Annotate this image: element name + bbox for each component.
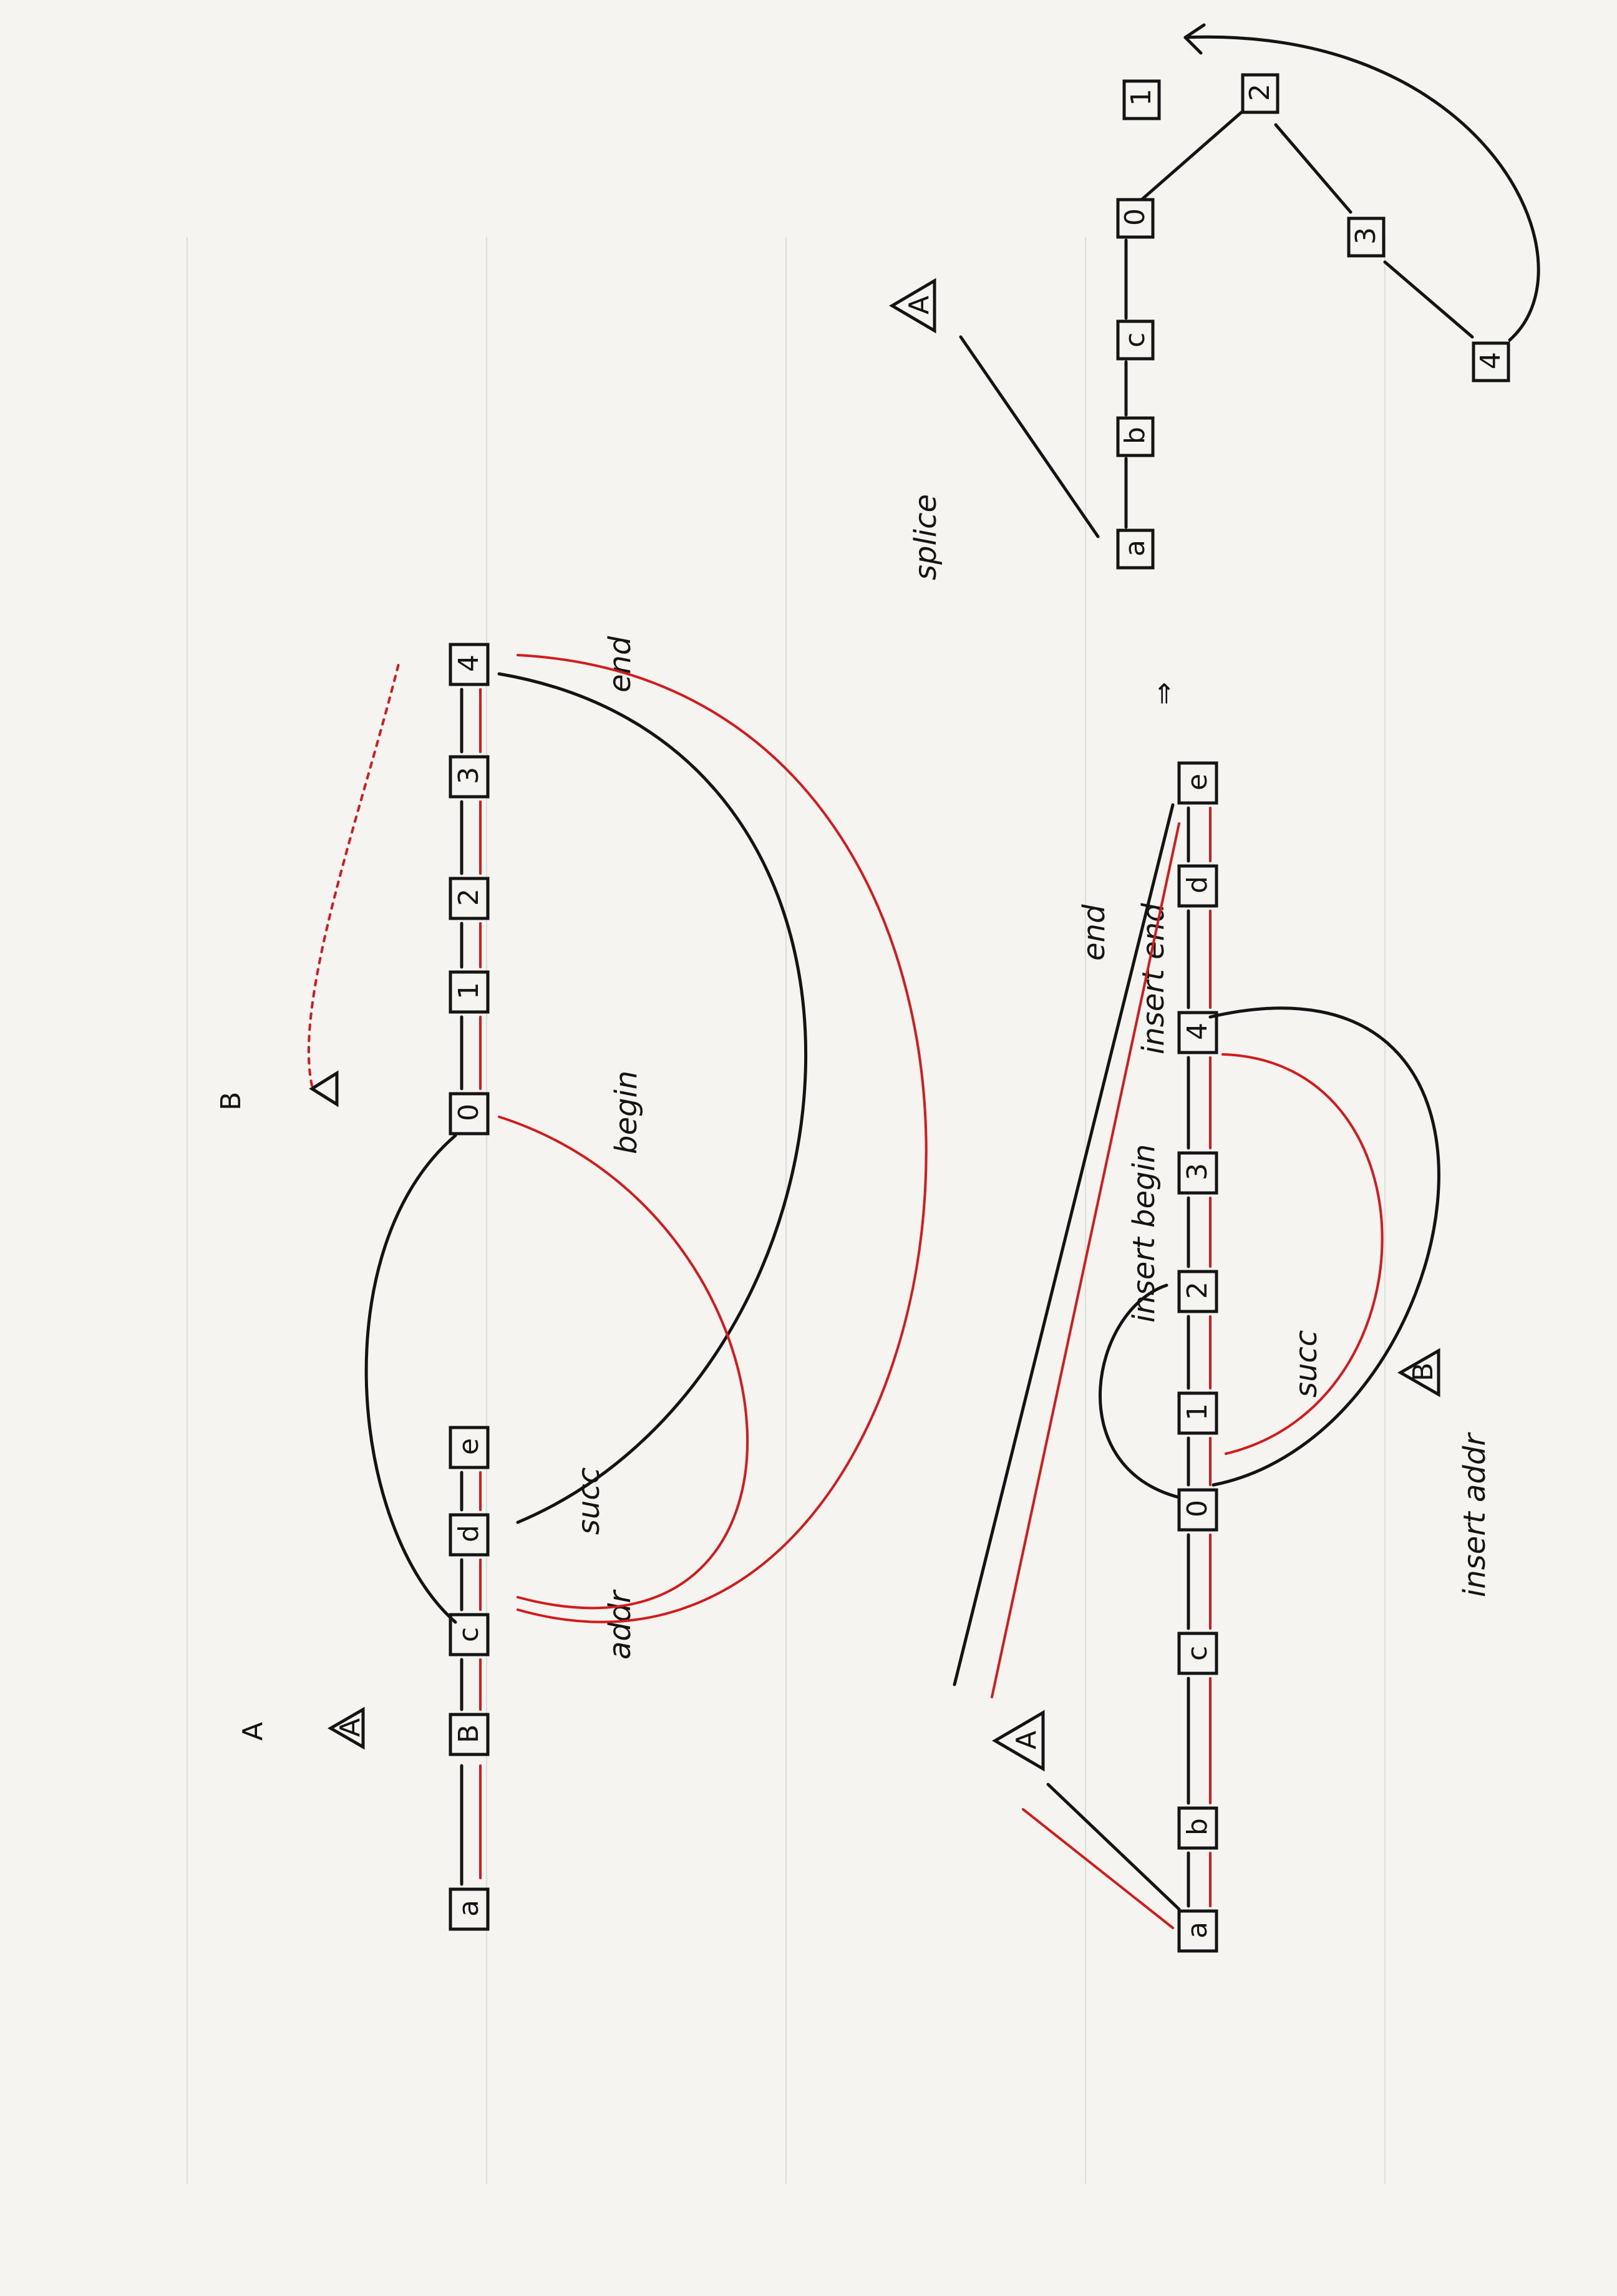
list-a-top: a B c d e addr succ <box>449 1426 638 1931</box>
node-bottom-e: e <box>1177 761 1218 805</box>
list-b-top: 0 1 2 3 4 begin end <box>307 636 644 1154</box>
arrow-symbol: ⇒ <box>1148 682 1180 705</box>
svg-text:a: a <box>1119 540 1151 557</box>
red-link-end-to-addr <box>517 654 928 1623</box>
splice-node-2: 2 <box>1241 73 1280 114</box>
svg-text:e: e <box>1182 774 1213 790</box>
svg-text:3: 3 <box>1182 1163 1213 1180</box>
bottom-red-loop <box>1221 1053 1384 1455</box>
svg-text:1: 1 <box>453 982 485 1000</box>
diagram-bottom: ⇒ A B a b c 0 1 2 3 4 d e end insert beg… <box>953 682 1492 1953</box>
splice-node-b: b <box>1116 416 1155 457</box>
red-link-0-to-addr <box>498 1116 749 1610</box>
node-bottom-b: b <box>1177 1806 1218 1850</box>
bottom-red-long-line <box>991 822 1180 1698</box>
svg-text:A: A <box>1011 1731 1042 1749</box>
svg-text:c: c <box>1182 1646 1213 1661</box>
splice-node-c: c <box>1116 319 1155 361</box>
splice-node-4: 4 <box>1472 341 1510 382</box>
node-1: 1 <box>449 970 490 1014</box>
pointer-begin: begin <box>609 1071 644 1154</box>
svg-text:d: d <box>453 1525 485 1542</box>
node-bottom-4: 4 <box>1177 1011 1218 1054</box>
triangle-b-bottom: B <box>1397 1348 1440 1398</box>
node-4: 4 <box>449 643 490 686</box>
bottom-insert-begin-loop <box>1098 1283 1181 1499</box>
svg-text:e: e <box>453 1438 485 1455</box>
svg-text:B: B <box>453 1724 485 1743</box>
svg-text:2: 2 <box>1244 84 1276 101</box>
svg-text:A: A <box>903 296 935 314</box>
svg-text:b: b <box>1182 1818 1213 1836</box>
svg-text:4: 4 <box>1475 352 1507 369</box>
svg-text:a: a <box>453 1900 485 1917</box>
node-bottom-c: c <box>1177 1632 1218 1675</box>
splice-list: a b c 0 <box>1116 110 1243 570</box>
node-0: 0 <box>449 1092 490 1136</box>
bottom-a-to-triangle <box>1046 1783 1181 1911</box>
node-bottom-a: a <box>1177 1909 1218 1953</box>
svg-text:1: 1 <box>1182 1403 1213 1421</box>
pointer-succ: succ <box>571 1467 606 1535</box>
node-d: d <box>449 1513 490 1557</box>
bottom-loop-1 <box>1208 1006 1440 1487</box>
pointer-addr: addr <box>603 1589 638 1660</box>
splice-node-a: a <box>1116 528 1155 570</box>
svg-text:A: A <box>334 1718 366 1737</box>
splice-node-1: 1 <box>1122 79 1161 120</box>
pointer-insert-addr: insert addr <box>1457 1432 1492 1597</box>
svg-text:1: 1 <box>1125 89 1157 106</box>
svg-text:4: 4 <box>453 654 485 672</box>
list-bottom: a b c 0 1 2 3 4 d e end insert begin ins… <box>1077 761 1492 1953</box>
bottom-red-a-to-triangle <box>1022 1808 1174 1929</box>
triangle-a-splice: A <box>889 278 936 334</box>
node-a: a <box>449 1887 490 1931</box>
link-c-to-0 <box>364 1134 457 1624</box>
node-bottom-1: 1 <box>1177 1391 1218 1435</box>
node-bottom-d: d <box>1177 864 1218 908</box>
splice-loop: 1 2 3 4 <box>1122 23 1540 382</box>
label-b: B <box>215 1092 247 1111</box>
diagram-splice: splice A a b c 0 1 2 3 4 <box>889 23 1540 580</box>
svg-text:3: 3 <box>1350 227 1382 245</box>
pointer-bottom-succ: succ <box>1289 1330 1324 1398</box>
node-3: 3 <box>449 755 490 799</box>
pointer-insert-begin: insert begin <box>1127 1144 1162 1323</box>
node-e: e <box>449 1426 490 1469</box>
label-a: A <box>237 1722 269 1741</box>
node-bottom-3: 3 <box>1177 1151 1218 1195</box>
pointer-bottom-end: end <box>1077 904 1112 961</box>
pointer-end: end <box>603 636 638 693</box>
node-2: 2 <box>449 877 490 920</box>
svg-text:2: 2 <box>1182 1282 1213 1299</box>
splice-title: splice <box>908 494 943 580</box>
svg-text:c: c <box>1119 333 1151 348</box>
triangle-a-bottom: A <box>992 1710 1045 1772</box>
splice-node-0: 0 <box>1116 198 1155 239</box>
bottom-long-line <box>953 803 1175 1686</box>
svg-text:0: 0 <box>1119 208 1151 226</box>
svg-text:d: d <box>1182 876 1213 893</box>
node-b: B <box>449 1713 490 1756</box>
link-4-to-d <box>497 672 808 1524</box>
node-c: c <box>449 1613 490 1656</box>
svg-text:2: 2 <box>453 888 485 906</box>
diagram-top: A B A a B c d e addr succ 0 1 2 3 4 <box>215 636 928 1931</box>
svg-text:B: B <box>1407 1363 1439 1381</box>
svg-text:0: 0 <box>453 1104 485 1121</box>
splice-node-3: 3 <box>1347 216 1386 258</box>
ruled-lines <box>187 237 1386 2184</box>
svg-text:4: 4 <box>1182 1023 1213 1040</box>
svg-text:0: 0 <box>1182 1500 1213 1517</box>
triangle-a-top: A <box>327 1706 366 1750</box>
node-bottom-2: 2 <box>1177 1270 1218 1313</box>
svg-text:3: 3 <box>453 767 485 784</box>
pointer-insert-end: insert end <box>1136 903 1171 1054</box>
svg-text:b: b <box>1119 427 1151 444</box>
node-bottom-0: 0 <box>1177 1488 1218 1532</box>
svg-text:a: a <box>1182 1922 1213 1938</box>
svg-text:c: c <box>453 1627 485 1642</box>
